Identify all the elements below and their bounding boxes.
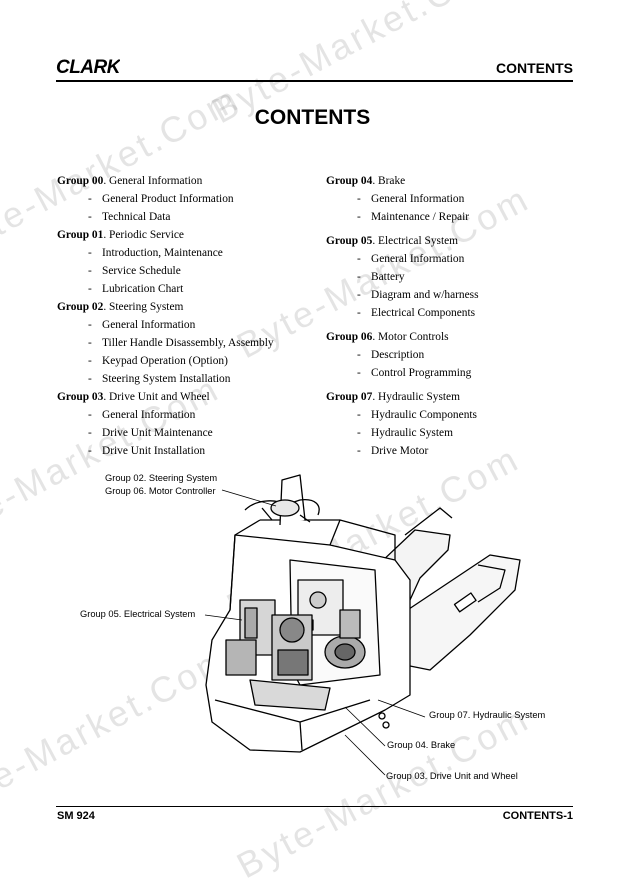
- toc-group: Group 03. Drive Unit and WheelGeneral In…: [57, 388, 319, 460]
- toc-group-title: . Periodic Service: [103, 229, 184, 241]
- callout-hydraulic-system: Group 07. Hydraulic System: [429, 710, 546, 720]
- toc-group-title: . Brake: [372, 175, 406, 187]
- toc-entry[interactable]: Hydraulic Components: [326, 406, 576, 424]
- toc-group-title: . General Information: [103, 175, 203, 187]
- toc-group-title: . Electrical System: [372, 235, 459, 247]
- toc-group-number: Group 05: [326, 235, 373, 247]
- toc-entry[interactable]: Description: [326, 346, 576, 364]
- toc-group-heading[interactable]: Group 06. Motor Controls: [326, 328, 576, 346]
- toc-entry[interactable]: Introduction, Maintenance: [57, 244, 319, 262]
- toc-group-heading[interactable]: Group 02. Steering System: [57, 298, 319, 316]
- footer-page-number: CONTENTS-1: [502, 810, 573, 822]
- toc-group: Group 07. Hydraulic SystemHydraulic Comp…: [326, 388, 576, 460]
- toc-left-column: Group 00. General InformationGeneral Pro…: [57, 172, 319, 460]
- toc-group-heading[interactable]: Group 04. Brake: [326, 172, 576, 190]
- toc-entry[interactable]: Drive Unit Maintenance: [57, 424, 319, 442]
- toc-entry[interactable]: Diagram and w/harness: [326, 286, 576, 304]
- toc-group-number: Group 00: [57, 175, 104, 187]
- toc-group-heading[interactable]: Group 03. Drive Unit and Wheel: [57, 388, 319, 406]
- callout-drive-unit: Group 03. Drive Unit and Wheel: [386, 771, 518, 781]
- toc-group-number: Group 02: [57, 301, 104, 313]
- toc-entry[interactable]: Lubrication Chart: [57, 280, 319, 298]
- toc-group-heading[interactable]: Group 01. Periodic Service: [57, 226, 319, 244]
- toc-group-heading[interactable]: Group 07. Hydraulic System: [326, 388, 576, 406]
- toc-group: Group 01. Periodic ServiceIntroduction, …: [57, 226, 319, 298]
- toc-group-number: Group 06: [326, 331, 373, 343]
- toc-group-number: Group 03: [57, 391, 104, 403]
- toc-group-heading[interactable]: Group 00. General Information: [57, 172, 319, 190]
- toc-entry[interactable]: Battery: [326, 268, 576, 286]
- page-title: CONTENTS: [254, 106, 371, 129]
- clark-logo: CLARK: [56, 57, 120, 76]
- toc-group-number: Group 01: [57, 229, 104, 241]
- callout-steering-system: Group 02. Steering System: [105, 473, 218, 483]
- logo-text: CLARK: [56, 57, 120, 76]
- toc-entry[interactable]: Service Schedule: [57, 262, 319, 280]
- header-title: CONTENTS: [496, 60, 573, 76]
- toc-entry[interactable]: Hydraulic System: [326, 424, 576, 442]
- toc-entry[interactable]: Electrical Components: [326, 304, 576, 322]
- toc-group-number: Group 07: [326, 391, 373, 403]
- toc-entry[interactable]: Control Programming: [326, 364, 576, 382]
- pallet-truck-illustration: [204, 474, 521, 776]
- toc-group-heading[interactable]: Group 05. Electrical System: [326, 232, 576, 250]
- callout-electrical-system: Group 05. Electrical System: [80, 609, 196, 619]
- footer-manual-code: SM 924: [57, 810, 95, 822]
- toc-entry[interactable]: Tiller Handle Disassembly, Assembly: [57, 334, 319, 352]
- toc-group-number: Group 04: [326, 175, 373, 187]
- footer-divider: [56, 806, 573, 807]
- toc-group-title: . Steering System: [103, 301, 184, 313]
- toc-entry[interactable]: General Product Information: [57, 190, 319, 208]
- toc-entry[interactable]: General Information: [57, 406, 319, 424]
- toc-right-column: Group 04. BrakeGeneral InformationMainte…: [326, 172, 576, 460]
- toc-group: Group 06. Motor ControlsDescriptionContr…: [326, 328, 576, 382]
- toc-entry[interactable]: Drive Motor: [326, 442, 576, 460]
- toc-entry[interactable]: Keypad Operation (Option): [57, 352, 319, 370]
- toc-group: Group 00. General InformationGeneral Pro…: [57, 172, 319, 226]
- toc-group: Group 02. Steering SystemGeneral Informa…: [57, 298, 319, 388]
- toc-group-title: . Motor Controls: [372, 331, 449, 343]
- callout-motor-controller: Group 06. Motor Controller: [105, 486, 216, 496]
- toc-entry[interactable]: General Information: [326, 250, 576, 268]
- toc-group: Group 05. Electrical SystemGeneral Infor…: [326, 232, 576, 322]
- toc-group-title: . Drive Unit and Wheel: [103, 391, 210, 403]
- toc-entry[interactable]: General Information: [326, 190, 576, 208]
- toc-group: Group 04. BrakeGeneral InformationMainte…: [326, 172, 576, 226]
- toc-entry[interactable]: Maintenance / Repair: [326, 208, 576, 226]
- toc-entry[interactable]: Drive Unit Installation: [57, 442, 319, 460]
- toc-entry[interactable]: Steering System Installation: [57, 370, 319, 388]
- callout-brake: Group 04. Brake: [387, 740, 456, 750]
- toc-group-title: . Hydraulic System: [372, 391, 460, 403]
- header-divider: [56, 80, 573, 82]
- toc-entry[interactable]: General Information: [57, 316, 319, 334]
- toc-entry[interactable]: Technical Data: [57, 208, 319, 226]
